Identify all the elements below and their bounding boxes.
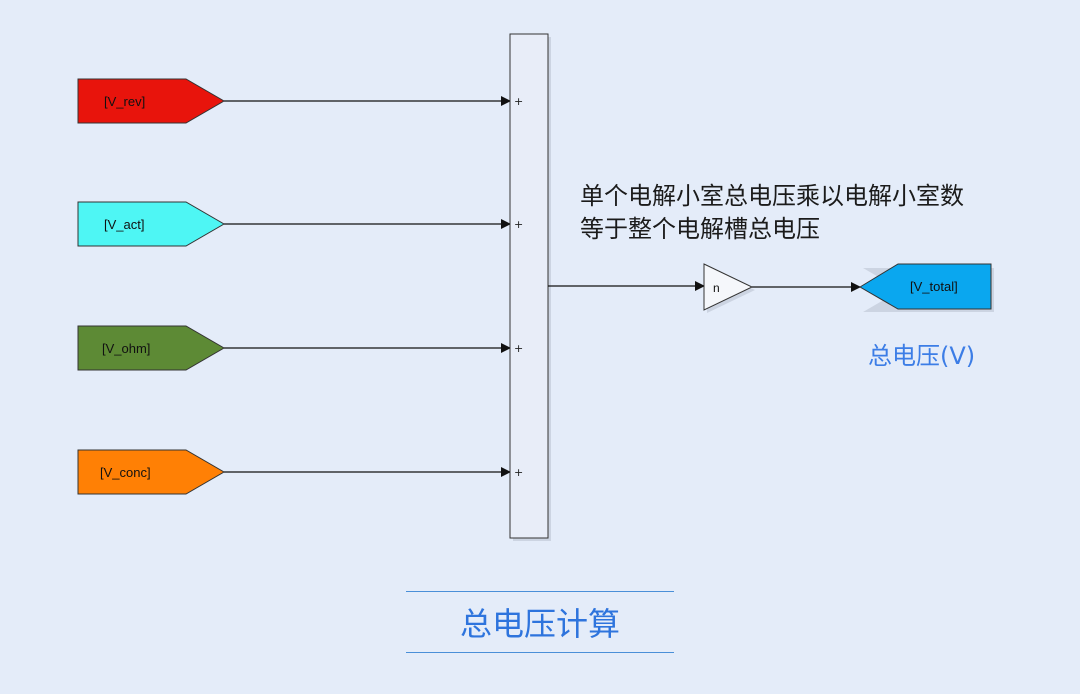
gain-block[interactable]: n	[703, 263, 755, 313]
figure-title: 总电压计算	[406, 591, 674, 653]
from-tag-v-ohm-label: [V_ohm]	[102, 341, 150, 356]
annotation-note-line-2: 等于整个电解槽总电压	[580, 215, 820, 243]
from-tag-v-conc-label: [V_conc]	[100, 465, 151, 480]
sum-sign-2: +	[514, 218, 523, 231]
sum-sign-1: +	[514, 95, 523, 108]
gain-label: n	[713, 281, 720, 295]
goto-tag-v-total-label: [V_total]	[910, 279, 958, 294]
from-tag-v-ohm[interactable]: [V_ohm]	[77, 325, 225, 371]
sum-sign-4: +	[514, 466, 523, 479]
from-tag-v-act[interactable]: [V_act]	[77, 201, 225, 247]
from-tag-v-rev[interactable]: [V_rev]	[77, 78, 225, 124]
from-tag-v-conc[interactable]: [V_conc]	[77, 449, 225, 495]
annotation-note-line-1: 单个电解小室总电压乘以电解小室数	[580, 182, 964, 210]
from-tag-v-rev-label: [V_rev]	[104, 94, 145, 109]
annotation-note: 单个电解小室总电压乘以电解小室数 等于整个电解槽总电压	[580, 180, 964, 246]
from-tag-v-act-label: [V_act]	[104, 217, 144, 232]
sum-block[interactable]: + + + +	[509, 33, 551, 541]
goto-tag-v-total[interactable]: [V_total]	[859, 263, 994, 312]
output-caption: 总电压(V)	[868, 342, 976, 370]
sum-sign-3: +	[514, 342, 523, 355]
figure-title-text: 总电压计算	[459, 605, 620, 643]
